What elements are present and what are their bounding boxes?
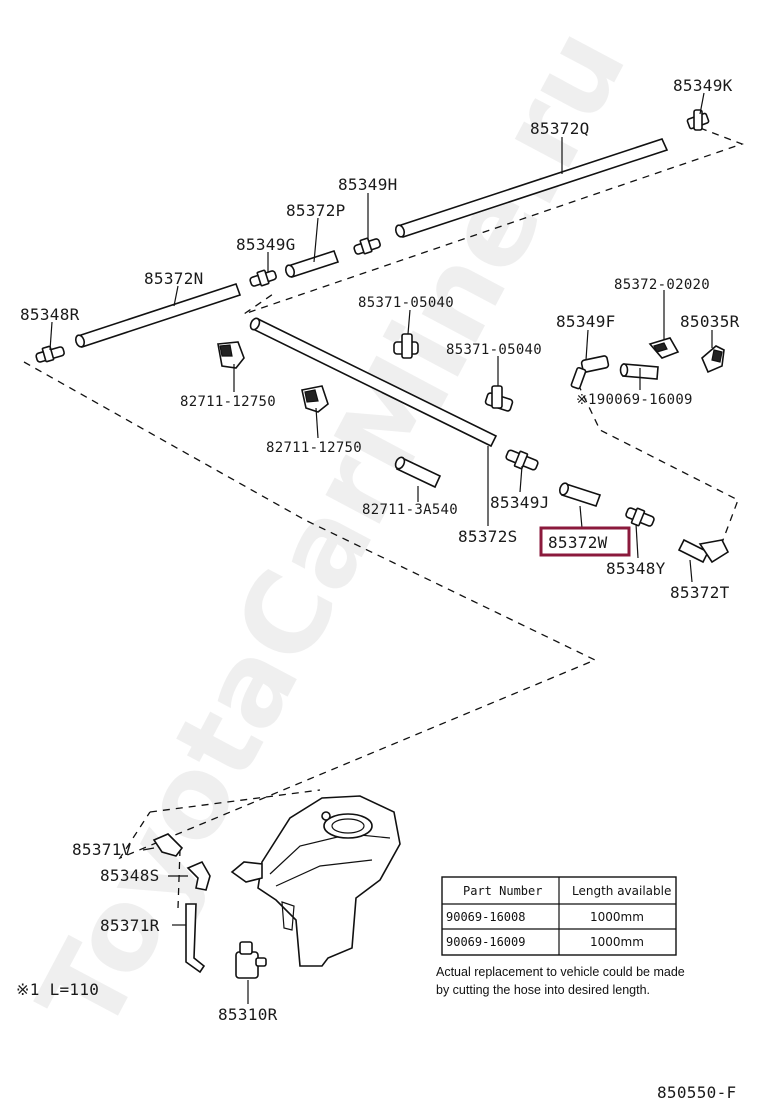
label-85348R[interactable]: 85348R xyxy=(20,305,80,324)
hose-85372Q[interactable] xyxy=(394,138,669,238)
table-cell-length-2: 1000mm xyxy=(590,935,644,949)
label-85371-05040-lower[interactable]: 85371-05040 xyxy=(446,342,542,358)
elbow-85348S[interactable] xyxy=(186,860,211,891)
label-90069-16009[interactable]: ※190069-16009 xyxy=(576,392,693,408)
highlight-box xyxy=(539,526,631,557)
clamp-82711-12750-lower[interactable] xyxy=(301,385,329,413)
joint-85348R[interactable] xyxy=(35,345,65,363)
pump-85310R[interactable] xyxy=(235,941,267,979)
label-85348S[interactable]: 85348S xyxy=(100,866,160,885)
label-85372-02020[interactable]: 85372-02020 xyxy=(614,277,710,293)
table-header-length: Length available xyxy=(572,884,671,898)
clamp-82711-12750-upper[interactable] xyxy=(217,341,245,369)
tee-85371-05040-upper[interactable] xyxy=(393,333,419,359)
joint-85349K[interactable] xyxy=(686,109,710,131)
hose-85371R[interactable] xyxy=(185,903,206,974)
label-85371R[interactable]: 85371R xyxy=(100,916,160,935)
label-85310R[interactable]: 85310R xyxy=(218,1005,278,1024)
joint-85349G[interactable] xyxy=(249,269,277,287)
joint-85349F[interactable] xyxy=(570,355,610,390)
label-85349H[interactable]: 85349H xyxy=(338,175,398,194)
hose-85372W[interactable] xyxy=(558,482,602,507)
part-labels: 85349K 85372Q 85349H 85372P 85349G 85372… xyxy=(16,76,740,1102)
washer-tank[interactable] xyxy=(230,795,401,967)
label-82711-3A540[interactable]: 82711-3A540 xyxy=(362,502,458,518)
note-line-2: by cutting the hose into desired length. xyxy=(436,983,650,997)
hose-85372P[interactable] xyxy=(284,249,340,279)
label-85371-05040-upper[interactable]: 85371-05040 xyxy=(358,295,454,311)
leader-lines xyxy=(49,92,713,1004)
table-cell-part-2[interactable]: 90069-16009 xyxy=(446,935,525,949)
diagram-code: 850550-F xyxy=(657,1083,736,1102)
joint-85348Y[interactable] xyxy=(625,507,655,527)
label-85349G[interactable]: 85349G xyxy=(236,235,296,254)
label-82711-12750-lower[interactable]: 82711-12750 xyxy=(266,440,362,456)
hose-85372N[interactable] xyxy=(74,282,242,349)
table-cell-part-1[interactable]: 90069-16008 xyxy=(446,910,525,924)
hose-85372T[interactable] xyxy=(677,538,730,564)
tee-85371-05040-lower[interactable] xyxy=(484,385,514,412)
label-82711-12750-upper[interactable]: 82711-12750 xyxy=(180,394,276,410)
joint-85349H[interactable] xyxy=(353,237,381,255)
label-85348Y[interactable]: 85348Y xyxy=(606,559,666,578)
label-85349F[interactable]: 85349F xyxy=(556,312,616,331)
dashed-guide-lines xyxy=(23,127,744,909)
hose-85371V[interactable] xyxy=(152,833,184,857)
label-85372W[interactable]: 85372W xyxy=(548,533,608,552)
nozzle-85372-02020[interactable] xyxy=(648,337,680,359)
label-85371V[interactable]: 85371V xyxy=(72,840,132,859)
label-85035R[interactable]: 85035R xyxy=(680,312,740,331)
nozzle-85035R[interactable] xyxy=(701,345,725,374)
hose-90069-16009[interactable] xyxy=(619,363,659,380)
label-85349J[interactable]: 85349J xyxy=(490,493,550,512)
label-85372N[interactable]: 85372N xyxy=(144,269,204,288)
label-85372P[interactable]: 85372P xyxy=(286,201,346,220)
table-header-part-number: Part Number xyxy=(463,884,542,898)
hose-82711-3A540[interactable] xyxy=(394,456,442,489)
label-85372T[interactable]: 85372T xyxy=(670,583,730,602)
footnote: ※1 L=110 xyxy=(16,980,99,999)
label-85349K[interactable]: 85349K xyxy=(673,76,733,95)
label-85372Q[interactable]: 85372Q xyxy=(530,119,590,138)
table-cell-length-1: 1000mm xyxy=(590,910,644,924)
hose-85372S[interactable] xyxy=(249,317,498,448)
label-85372S[interactable]: 85372S xyxy=(458,527,518,546)
note-line-1: Actual replacement to vehicle could be m… xyxy=(436,965,685,979)
hose-length-table: Part Number Length available 90069-16008… xyxy=(441,876,677,956)
joint-85349J[interactable] xyxy=(505,449,539,471)
